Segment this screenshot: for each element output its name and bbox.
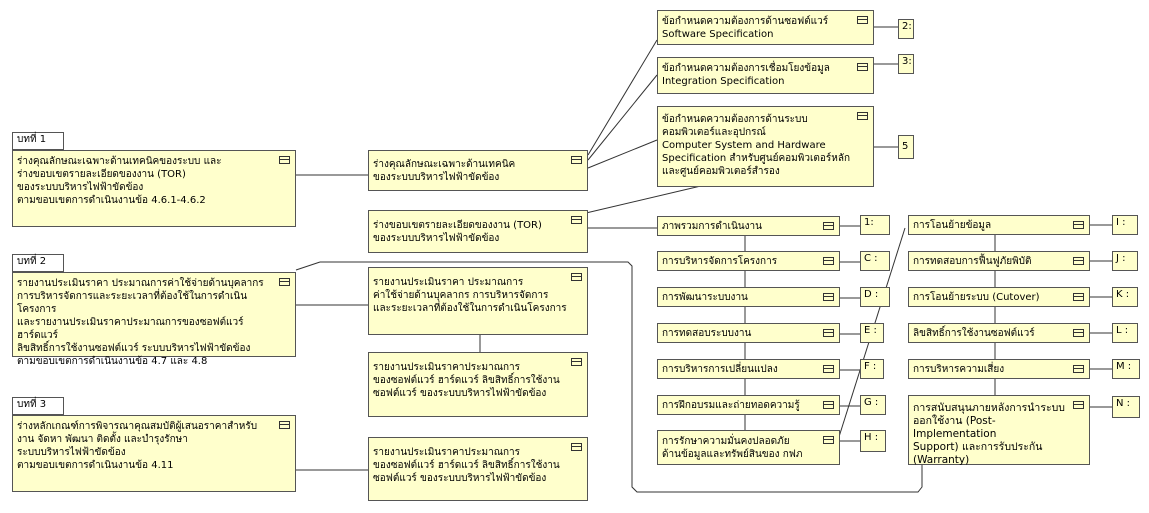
mid-tor-box[interactable]: ร่างขอบเขตรายละเอียดของงาน (TOR) ของระบบ… — [368, 210, 588, 253]
block-icon — [279, 421, 290, 429]
block-icon — [1073, 401, 1084, 409]
tor-item-tag: 1: — [860, 215, 890, 235]
tor-item-security[interactable]: การรักษาความมั่นคงปลอดภัย ด้านข้อมูลและท… — [657, 430, 840, 465]
block-icon — [823, 329, 834, 337]
tor-item-training[interactable]: การฝึกอบรมและถ่ายทอดความรู้ — [657, 395, 840, 415]
block-icon — [1073, 293, 1084, 301]
tor-item-tag: M : — [1112, 359, 1140, 379]
spec-software-tag: 2: — [898, 19, 914, 39]
tor-item-label: การทดสอบการฟื้นฟูภัยพิบัติ — [913, 256, 1032, 267]
tor-item-tag: G : — [860, 395, 886, 415]
block-icon — [1073, 329, 1084, 337]
tor-item-tag: K : — [1112, 287, 1138, 307]
chapter-1-box[interactable]: ร่างคุณลักษณะเฉพาะด้านเทคนิคของระบบ และ … — [12, 150, 296, 227]
block-icon — [1073, 221, 1084, 229]
tor-item-overview[interactable]: ภาพรวมการดำเนินงาน — [657, 216, 840, 236]
chapter-2-box[interactable]: รายงานประเมินราคา ประมาณการค่าใช้จ่ายด้า… — [12, 272, 296, 367]
block-icon — [571, 358, 582, 366]
mid-tech-spec-box[interactable]: ร่างคุณลักษณะเฉพาะด้านเทคนิค ของระบบบริห… — [368, 150, 588, 191]
block-icon — [823, 436, 834, 444]
tor-item-tag: D : — [860, 287, 890, 307]
tor-item-tag: N : — [1112, 396, 1140, 418]
block-icon — [571, 216, 582, 224]
block-icon — [823, 257, 834, 265]
tor-item-label: การบริหารการเปลี่ยนแปลง — [662, 364, 778, 375]
block-icon — [279, 156, 290, 164]
tor-item-development[interactable]: การพัฒนาระบบงาน — [657, 287, 840, 307]
mid-tor-text: ร่างขอบเขตรายละเอียดของงาน (TOR) ของระบบ… — [373, 220, 542, 244]
spec-integration-box[interactable]: ข้อกำหนดความต้องการเชื่อมโยงข้อมูล Integ… — [657, 57, 874, 94]
tor-item-label: การบริหารความเสี่ยง — [913, 364, 1005, 375]
spec-software-box[interactable]: ข้อกำหนดความต้องการด้านซอฟต์แวร์ Softwar… — [657, 10, 874, 45]
chapter-2-tab: บทที่ 2 — [12, 254, 64, 272]
chapter-3-box[interactable]: ร่างหลักเกณฑ์การพิจารณาคุณสมบัติผู้เสนอร… — [12, 415, 296, 492]
tor-item-label: การบริหารจัดการโครงการ — [662, 256, 778, 267]
tor-item-tag: F : — [860, 359, 884, 379]
tor-item-label: ลิขสิทธิ์การใช้งานซอฟต์แวร์ — [913, 328, 1035, 339]
tor-item-data-migration[interactable]: การโอนย้ายข้อมูล — [908, 215, 1090, 235]
tor-item-disaster-recovery[interactable]: การทดสอบการฟื้นฟูภัยพิบัติ — [908, 251, 1090, 271]
mid-tech-spec-text: ร่างคุณลักษณะเฉพาะด้านเทคนิค ของระบบบริห… — [373, 159, 516, 183]
tor-item-tag: I : — [1112, 215, 1138, 235]
tor-item-post-implementation[interactable]: การสนับสนุนภายหลังการนำระบบ ออกใช้งาน (P… — [908, 395, 1090, 466]
chapter-1-text: ร่างคุณลักษณะเฉพาะด้านเทคนิคของระบบ และ … — [17, 156, 222, 206]
tor-item-label: ภาพรวมการดำเนินงาน — [662, 221, 762, 232]
chapter-3-text: ร่างหลักเกณฑ์การพิจารณาคุณสมบัติผู้เสนอร… — [17, 421, 258, 471]
tor-item-change-management[interactable]: การบริหารการเปลี่ยนแปลง — [657, 359, 840, 379]
spec-hardware-text: ข้อกำหนดความต้องการด้านระบบ คอมพิวเตอร์แ… — [662, 114, 851, 177]
block-icon — [823, 293, 834, 301]
tor-item-tag: C : — [860, 251, 890, 271]
mid-cost-software-text-2: รายงานประเมินราคาประมาณการ ของซอฟต์แวร์ … — [373, 447, 560, 484]
mid-cost-personnel-text: รายงานประเมินราคา ประมาณการ ค่าใช้จ่ายด้… — [373, 277, 567, 314]
block-icon — [857, 16, 868, 24]
mid-cost-software-box-2[interactable]: รายงานประเมินราคาประมาณการ ของซอฟต์แวร์ … — [368, 437, 588, 501]
block-icon — [857, 112, 868, 120]
block-icon — [1073, 257, 1084, 265]
block-icon — [823, 401, 834, 409]
tor-item-software-license[interactable]: ลิขสิทธิ์การใช้งานซอฟต์แวร์ — [908, 323, 1090, 343]
block-icon — [823, 222, 834, 230]
chapter-3-tab: บทที่ 3 — [12, 397, 64, 415]
spec-hardware-box[interactable]: ข้อกำหนดความต้องการด้านระบบ คอมพิวเตอร์แ… — [657, 106, 874, 187]
tor-item-label: การโอนย้ายข้อมูล — [913, 220, 992, 231]
block-icon — [279, 278, 290, 286]
spec-hardware-tag: 5 — [898, 135, 914, 159]
tor-item-project-management[interactable]: การบริหารจัดการโครงการ — [657, 251, 840, 271]
block-icon — [571, 443, 582, 451]
chapter-2-text: รายงานประเมินราคา ประมาณการค่าใช้จ่ายด้า… — [17, 278, 264, 367]
block-icon — [1073, 365, 1084, 373]
block-icon — [571, 273, 582, 281]
tor-item-cutover[interactable]: การโอนย้ายระบบ (Cutover) — [908, 287, 1090, 307]
tor-item-label: การสนับสนุนภายหลังการนำระบบ ออกใช้งาน (P… — [913, 402, 1065, 466]
spec-integration-text: ข้อกำหนดความต้องการเชื่อมโยงข้อมูล Integ… — [662, 63, 830, 87]
tor-item-label: การรักษาความมั่นคงปลอดภัย ด้านข้อมูลและท… — [662, 436, 803, 460]
tor-item-tag: L : — [1112, 323, 1138, 343]
block-icon — [857, 63, 868, 71]
tor-item-tag: E : — [860, 323, 884, 343]
tor-item-testing[interactable]: การทดสอบระบบงาน — [657, 323, 840, 343]
mid-cost-software-box-1[interactable]: รายงานประเมินราคาประมาณการ ของซอฟต์แวร์ … — [368, 352, 588, 417]
tor-item-tag: H : — [860, 430, 886, 452]
mid-cost-software-text-1: รายงานประเมินราคาประมาณการ ของซอฟต์แวร์ … — [373, 362, 560, 399]
tor-item-tag: J : — [1112, 251, 1138, 271]
tor-item-label: การโอนย้ายระบบ (Cutover) — [913, 292, 1040, 303]
spec-software-text: ข้อกำหนดความต้องการด้านซอฟต์แวร์ Softwar… — [662, 16, 829, 40]
spec-integration-tag: 3: — [898, 54, 914, 74]
mid-cost-personnel-box[interactable]: รายงานประเมินราคา ประมาณการ ค่าใช้จ่ายด้… — [368, 267, 588, 335]
block-icon — [823, 365, 834, 373]
tor-item-label: การทดสอบระบบงาน — [662, 328, 752, 339]
tor-item-risk-management[interactable]: การบริหารความเสี่ยง — [908, 359, 1090, 379]
block-icon — [571, 156, 582, 164]
tor-item-label: การฝึกอบรมและถ่ายทอดความรู้ — [662, 400, 800, 411]
chapter-1-tab: บทที่ 1 — [12, 132, 64, 150]
tor-item-label: การพัฒนาระบบงาน — [662, 292, 748, 303]
